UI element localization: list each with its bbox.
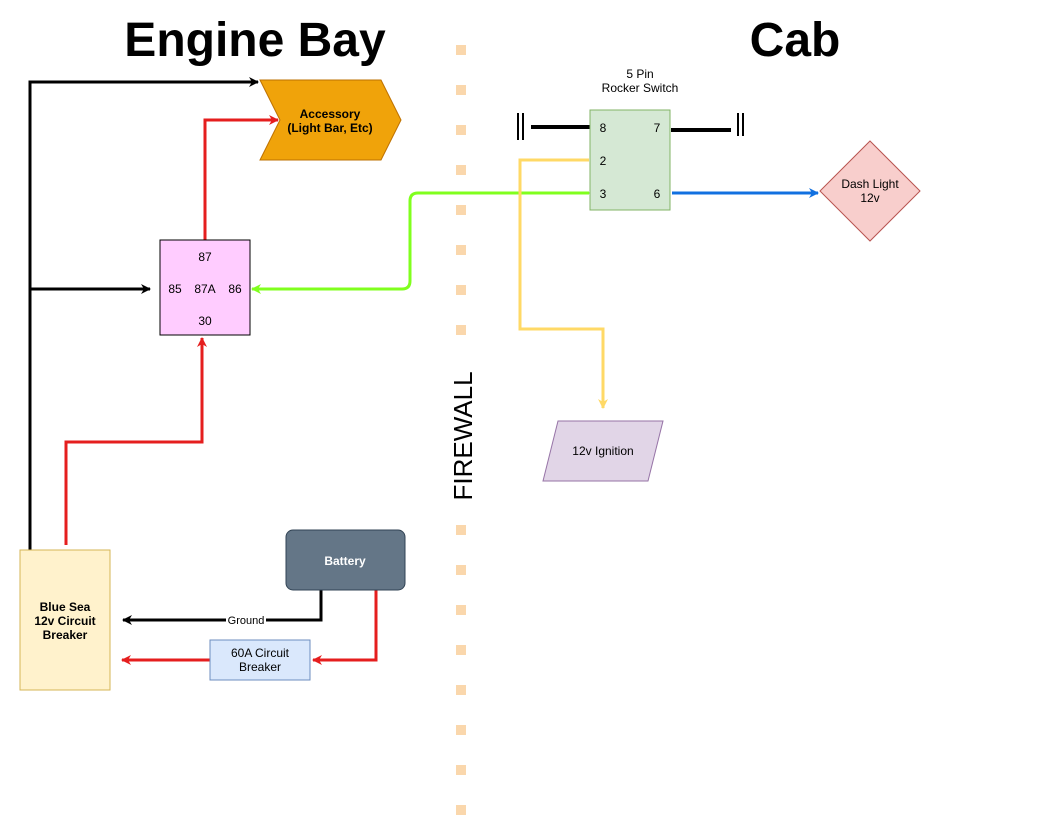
- ground-symbol-left: [517, 113, 524, 140]
- rocker-pin-7: 7: [654, 121, 661, 135]
- rocker-pin-3: 3: [600, 187, 607, 201]
- rocker-switch-node: 5 Pin Rocker Switch 8 7 2 3 6: [589, 67, 679, 211]
- battery-label: Battery: [324, 554, 366, 568]
- firewall-label: FIREWALL: [448, 371, 478, 500]
- accessory-label-line2: (Light Bar, Etc): [287, 121, 372, 135]
- firewall-dot: [456, 165, 466, 175]
- breaker-12v-node: Blue Sea 12v Circuit Breaker: [19, 549, 111, 691]
- wire-breaker-to-accessory-black: [28, 77, 259, 550]
- rocker-switch-title-line1: 5 Pin: [626, 67, 653, 81]
- wire-switch-2-to-ignition-yellow: [518, 158, 608, 409]
- rocker-switch-title-line2: Rocker Switch: [602, 81, 679, 95]
- accessory-label-line1: Accessory: [300, 107, 361, 121]
- relay-pin-87: 87: [198, 250, 212, 264]
- firewall-dot: [456, 85, 466, 95]
- breaker-60a-label-line2: Breaker: [239, 660, 281, 674]
- dash-light-label-line2: 12v: [860, 191, 879, 205]
- firewall-dot: [456, 125, 466, 135]
- dash-light-label-line1: Dash Light: [841, 177, 899, 191]
- accessory-node: Accessory (Light Bar, Etc): [259, 79, 402, 161]
- firewall-label-bg: [446, 362, 476, 512]
- firewall-dot: [456, 725, 466, 735]
- firewall-dot: [456, 765, 466, 775]
- relay-pin-86: 86: [228, 282, 242, 296]
- rocker-pin-6: 6: [654, 187, 661, 201]
- cab-title: Cab: [750, 14, 841, 67]
- wire-switch-3-to-relay-86-green: [251, 188, 598, 294]
- breaker-12v-label-line3: Breaker: [43, 628, 88, 642]
- rocker-pin-8: 8: [600, 121, 607, 135]
- relay-pin-85: 85: [168, 282, 182, 296]
- ground-symbol-right: [737, 113, 744, 136]
- wire-breaker-to-relay-30-red: [64, 337, 207, 545]
- ground-label: Ground: [228, 615, 265, 627]
- dash-light-node: Dash Light 12v: [819, 140, 921, 242]
- breaker-60a-label-line1: 60A Circuit: [231, 646, 290, 660]
- firewall-dot: [456, 685, 466, 695]
- firewall-dot: [456, 205, 466, 215]
- firewall-dot: [456, 605, 466, 615]
- firewall-dot: [456, 45, 466, 55]
- wire-relay-87-to-accessory-red: [203, 115, 279, 240]
- breaker-60a-node: 60A Circuit Breaker: [209, 639, 311, 681]
- wire-battery-ground-black: [122, 590, 323, 625]
- relay-pin-30: 30: [198, 314, 212, 328]
- firewall-dot: [456, 565, 466, 575]
- breaker-12v-label-line2: 12v Circuit: [34, 614, 95, 628]
- ignition-label: 12v Ignition: [572, 444, 633, 458]
- ground-label-bg: [226, 613, 266, 627]
- relay-pin-87a: 87A: [194, 282, 215, 296]
- firewall-dot: [456, 805, 466, 815]
- firewall-dot: [456, 245, 466, 255]
- breaker-12v-label-line1: Blue Sea: [40, 600, 91, 614]
- battery-node: Battery: [285, 529, 406, 591]
- firewall-dot: [456, 285, 466, 295]
- firewall-dot: [456, 525, 466, 535]
- ignition-node: 12v Ignition: [542, 420, 664, 482]
- firewall-dot: [456, 325, 466, 335]
- wire-battery-to-60a-red: [312, 590, 378, 665]
- relay-node: 87 85 87A 86 30: [159, 239, 251, 336]
- firewall-dot: [456, 645, 466, 655]
- engine-bay-title: Engine Bay: [124, 14, 386, 67]
- rocker-pin-2: 2: [600, 154, 607, 168]
